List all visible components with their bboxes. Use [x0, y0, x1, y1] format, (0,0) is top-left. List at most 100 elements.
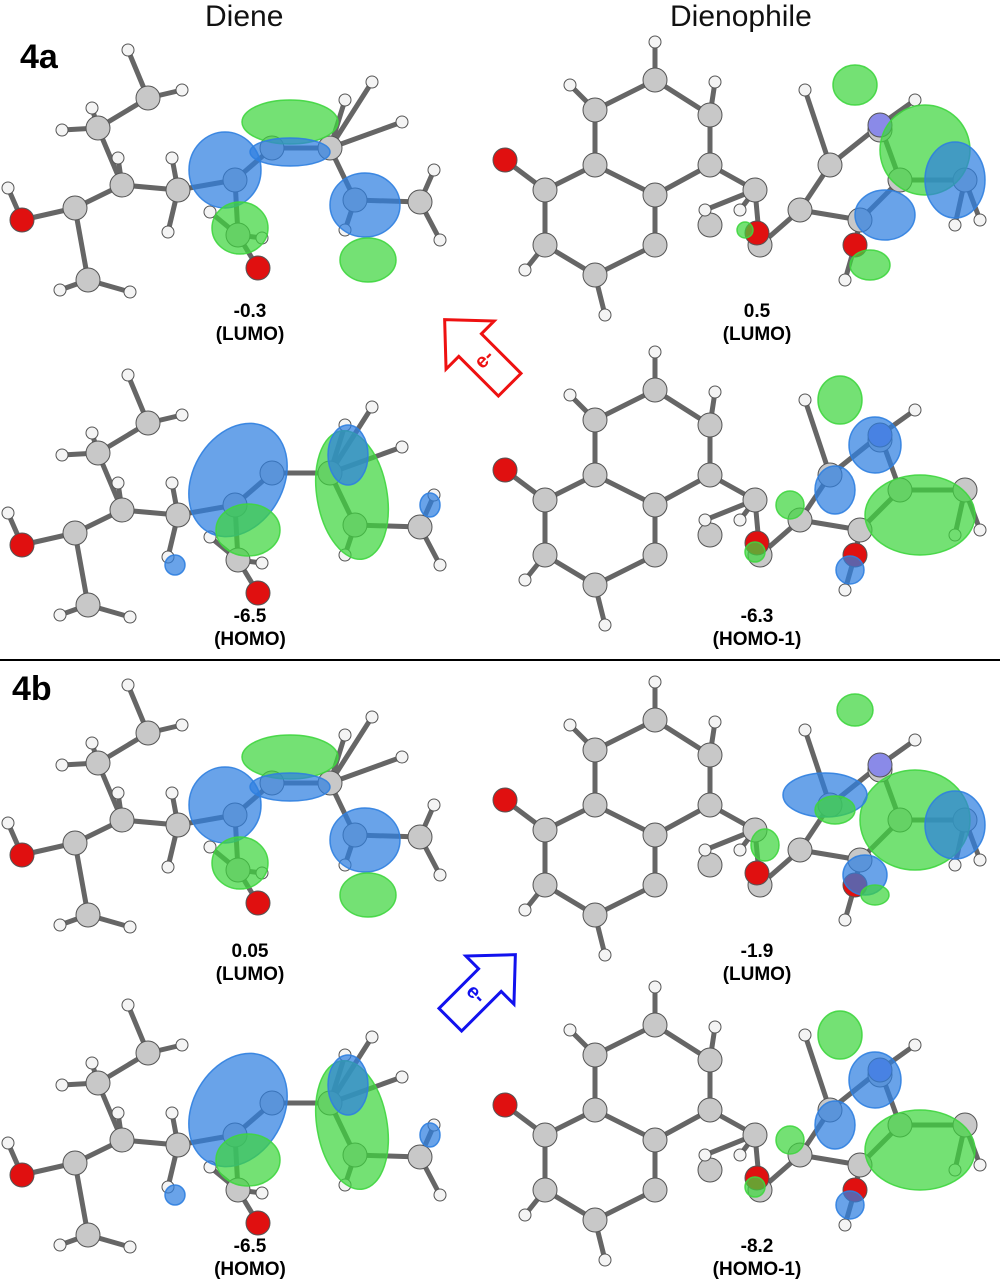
orbital-name: (HOMO) — [214, 1259, 286, 1280]
hydrogen-atom — [708, 715, 722, 729]
orbital-lobe-positive — [211, 836, 269, 890]
electron-flow-arrow-4a: e- — [443, 318, 524, 399]
hydrogen-atom — [165, 1106, 179, 1120]
carbon-atom — [642, 542, 668, 568]
diene-lumo-4a-energy: -0.3 (LUMO) — [150, 300, 350, 346]
hydrogen-atom — [165, 786, 179, 800]
hydrogen-atom — [123, 1240, 137, 1254]
hydrogen-atom — [518, 903, 532, 917]
carbon-atom — [697, 742, 723, 768]
orbital-lobe-positive — [744, 541, 766, 563]
hydrogen-atom — [518, 263, 532, 277]
carbon-atom — [787, 837, 813, 863]
hydrogen-atom — [53, 608, 67, 622]
hydrogen-atom — [908, 93, 922, 107]
carbon-atom — [697, 852, 723, 878]
bond — [327, 714, 375, 786]
oxygen-atom — [492, 147, 518, 173]
carbon-atom — [582, 572, 608, 598]
carbon-atom — [582, 97, 608, 123]
energy-value: -6.5 — [233, 606, 267, 627]
hydrogen-atom — [433, 1188, 447, 1202]
orbital-lobe-positive — [215, 503, 281, 557]
carbon-atom — [532, 872, 558, 898]
carbon-atom — [407, 824, 433, 850]
orbital-lobe-negative — [419, 492, 441, 518]
carbon-atom — [642, 1127, 668, 1153]
orbital-lobe-positive — [814, 795, 856, 825]
oxygen-atom — [9, 842, 35, 868]
carbon-atom — [407, 189, 433, 215]
hydrogen-atom — [598, 948, 612, 962]
carbon-atom — [582, 902, 608, 928]
hydrogen-atom — [733, 1148, 747, 1162]
hydrogen-atom — [973, 523, 987, 537]
orbital-lobe-positive — [775, 490, 805, 520]
hydrogen-atom — [111, 476, 125, 490]
carbon-atom — [642, 872, 668, 898]
orbital-name: (LUMO) — [215, 324, 285, 345]
oxygen-atom — [492, 1092, 518, 1118]
diene-homo-4b-molecule — [1, 998, 447, 1254]
dienophile-homo-4b-molecule — [492, 980, 987, 1267]
arrow-shape — [443, 318, 524, 399]
hydrogen-atom — [648, 35, 662, 49]
hydrogen-atom — [563, 718, 577, 732]
carbon-atom — [62, 1150, 88, 1176]
carbon-atom — [165, 177, 191, 203]
hydrogen-atom — [948, 858, 962, 872]
carbon-atom — [62, 830, 88, 856]
bond — [327, 754, 405, 786]
dienophile-homo-4a-molecule — [492, 345, 987, 632]
orbital-name: (HOMO-1) — [712, 1259, 802, 1280]
orbital-lobe-negative — [924, 141, 986, 219]
hydrogen-atom — [395, 750, 409, 764]
hydrogen-atom — [838, 1218, 852, 1232]
section-divider — [0, 659, 1000, 661]
hydrogen-atom — [698, 203, 712, 217]
bond — [802, 87, 833, 168]
hydrogen-atom — [161, 860, 175, 874]
hydrogen-atom — [53, 283, 67, 297]
orbital-lobe-positive — [836, 693, 874, 727]
orbital-lobe-positive — [849, 249, 891, 281]
hydrogen-atom — [708, 1020, 722, 1034]
orbital-lobe-positive — [817, 1010, 863, 1060]
oxygen-atom — [9, 207, 35, 233]
hydrogen-atom — [255, 556, 269, 570]
hydrogen-atom — [973, 853, 987, 867]
orbital-lobe-positive — [744, 1176, 766, 1198]
energy-value: -0.3 — [233, 301, 267, 322]
orbital-lobe-negative — [835, 555, 865, 585]
hydrogen-atom — [518, 573, 532, 587]
orbital-lobe-positive — [864, 474, 976, 556]
hydrogen-atom — [698, 513, 712, 527]
orbital-lobe-negative — [924, 790, 986, 860]
hydrogen-atom — [203, 205, 217, 219]
section-label-4b: 4b — [12, 670, 52, 708]
carbon-atom — [697, 412, 723, 438]
dienophile-column-header: Dienophile — [670, 0, 812, 33]
hydrogen-atom — [53, 1238, 67, 1252]
orbital-name: (LUMO) — [722, 964, 792, 985]
diene-homo-4a-energy: -6.5 (HOMO) — [150, 605, 350, 651]
hydrogen-atom — [161, 225, 175, 239]
carbon-atom — [582, 152, 608, 178]
hydrogen-atom — [123, 920, 137, 934]
hydrogen-atom — [55, 758, 69, 772]
hydrogen-atom — [365, 710, 379, 724]
orbital-lobe-negative — [814, 1100, 856, 1150]
carbon-atom — [742, 177, 768, 203]
carbon-atom — [532, 232, 558, 258]
orbital-lobe-positive — [775, 1125, 805, 1155]
hydrogen-atom — [121, 678, 135, 692]
energy-value: -6.3 — [740, 606, 774, 627]
carbon-atom — [532, 817, 558, 843]
hydrogen-atom — [338, 728, 352, 742]
carbon-atom — [697, 1097, 723, 1123]
hydrogen-atom — [563, 1023, 577, 1037]
hydrogen-atom — [1, 816, 15, 830]
hydrogen-atom — [598, 1253, 612, 1267]
hydrogen-atom — [121, 998, 135, 1012]
carbon-atom — [109, 807, 135, 833]
